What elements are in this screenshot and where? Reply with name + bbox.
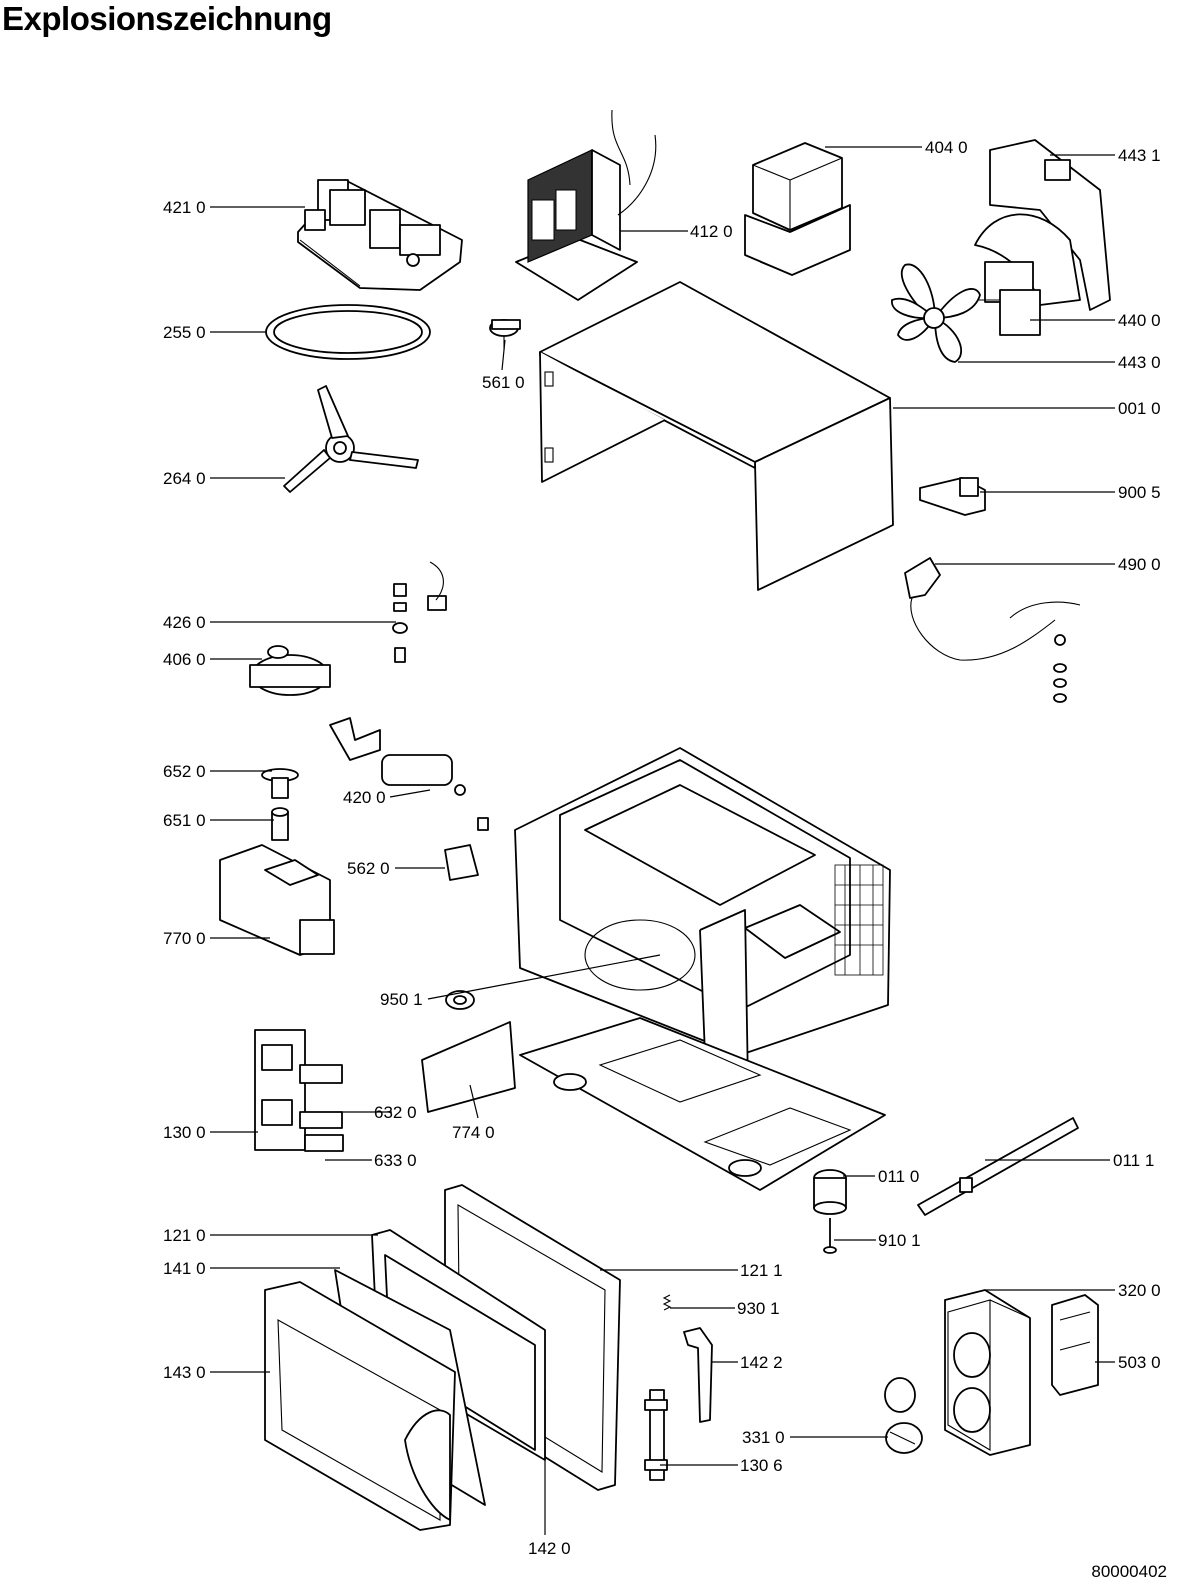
part-label: 001 0 (1118, 399, 1161, 418)
part-label: 910 1 (878, 1231, 921, 1250)
part-label: 633 0 (374, 1151, 417, 1170)
spacer-950-illustration (445, 990, 475, 1010)
part-label: 651 0 (163, 811, 206, 830)
part-label: 770 0 (163, 929, 206, 948)
mains-transformer-illustration (744, 142, 851, 276)
oven-cavity-illustration (514, 747, 891, 1086)
control-panel-illustration (944, 1289, 1031, 1456)
part-label: 440 0 (1118, 311, 1161, 330)
part-label: 632 0 (374, 1103, 417, 1122)
hv-transformer-illustration (515, 109, 657, 301)
page-title: Explosionszeichnung (2, 0, 332, 37)
fan-motor-illustration (970, 261, 1041, 336)
waveguide-cover-illustration (421, 1021, 516, 1113)
part-label: 320 0 (1118, 1281, 1161, 1300)
part-labels: 421 0 412 0 404 0 443 1 255 0 561 0 440 … (163, 138, 1161, 1558)
document-number: 80000402 (1091, 1562, 1167, 1581)
part-label: 011 1 (1113, 1151, 1154, 1170)
door-assembly-illustration (264, 1184, 621, 1531)
part-label: 426 0 (163, 613, 206, 632)
timer-illustration (1051, 1294, 1099, 1396)
turntable-motor-illustration (249, 645, 331, 696)
part-label: 774 0 (452, 1123, 495, 1142)
side-rail-illustration (917, 1117, 1079, 1216)
thermostat-562-illustration (444, 817, 489, 881)
part-label: 011 0 (878, 1167, 919, 1186)
part-label: 652 0 (163, 762, 206, 781)
part-label: 443 1 (1118, 146, 1161, 165)
part-label: 142 0 (528, 1539, 571, 1558)
part-label: 130 0 (163, 1123, 206, 1142)
fuse-holder-illustration (261, 768, 299, 841)
part-label: 900 5 (1118, 483, 1161, 502)
part-label: 130 6 (740, 1456, 783, 1475)
part-label: 141 0 (163, 1259, 206, 1278)
part-label: 142 2 (740, 1353, 783, 1372)
interlock-switch-assembly-illustration (254, 1029, 344, 1152)
mains-cable-illustration (904, 557, 1081, 703)
turntable-support-illustration (283, 385, 419, 493)
roller-ring-illustration (265, 304, 431, 360)
part-label: 930 1 (737, 1299, 780, 1318)
magnetron-illustration (219, 844, 335, 956)
leader-lines (210, 146, 1115, 1535)
part-label: 562 0 (347, 859, 390, 878)
fan-duct-illustration (974, 139, 1111, 311)
part-label: 503 0 (1118, 1353, 1161, 1372)
part-label: 143 0 (163, 1363, 206, 1382)
hv-capacitor-illustration (329, 717, 466, 796)
part-label: 490 0 (1118, 555, 1161, 574)
part-label: 404 0 (925, 138, 968, 157)
control-knobs-illustration (884, 1377, 923, 1454)
pcb-control-board-illustration (297, 179, 463, 291)
part-label: 264 0 (163, 469, 206, 488)
part-label: 412 0 (690, 222, 733, 241)
part-label: 255 0 (163, 323, 206, 342)
part-label: 421 0 (163, 198, 206, 217)
part-label: 121 1 (740, 1261, 783, 1280)
hinge-bracket-illustration (919, 477, 986, 516)
foot-illustration (813, 1169, 847, 1254)
fan-blade-illustration (891, 263, 981, 363)
lamp-socket-illustration (392, 561, 447, 663)
part-illustrations (219, 109, 1111, 1531)
part-label: 443 0 (1118, 353, 1161, 372)
part-label: 950 1 (380, 990, 423, 1009)
door-latch-parts-illustration (644, 1294, 713, 1481)
thermostat-561-illustration (489, 319, 521, 350)
part-label: 331 0 (742, 1428, 785, 1447)
part-label: 121 0 (163, 1226, 206, 1245)
part-label: 406 0 (163, 650, 206, 669)
base-plate-illustration (519, 1017, 886, 1191)
part-label: 561 0 (482, 373, 525, 392)
outer-casing-illustration (539, 281, 894, 591)
part-label: 420 0 (343, 788, 386, 807)
